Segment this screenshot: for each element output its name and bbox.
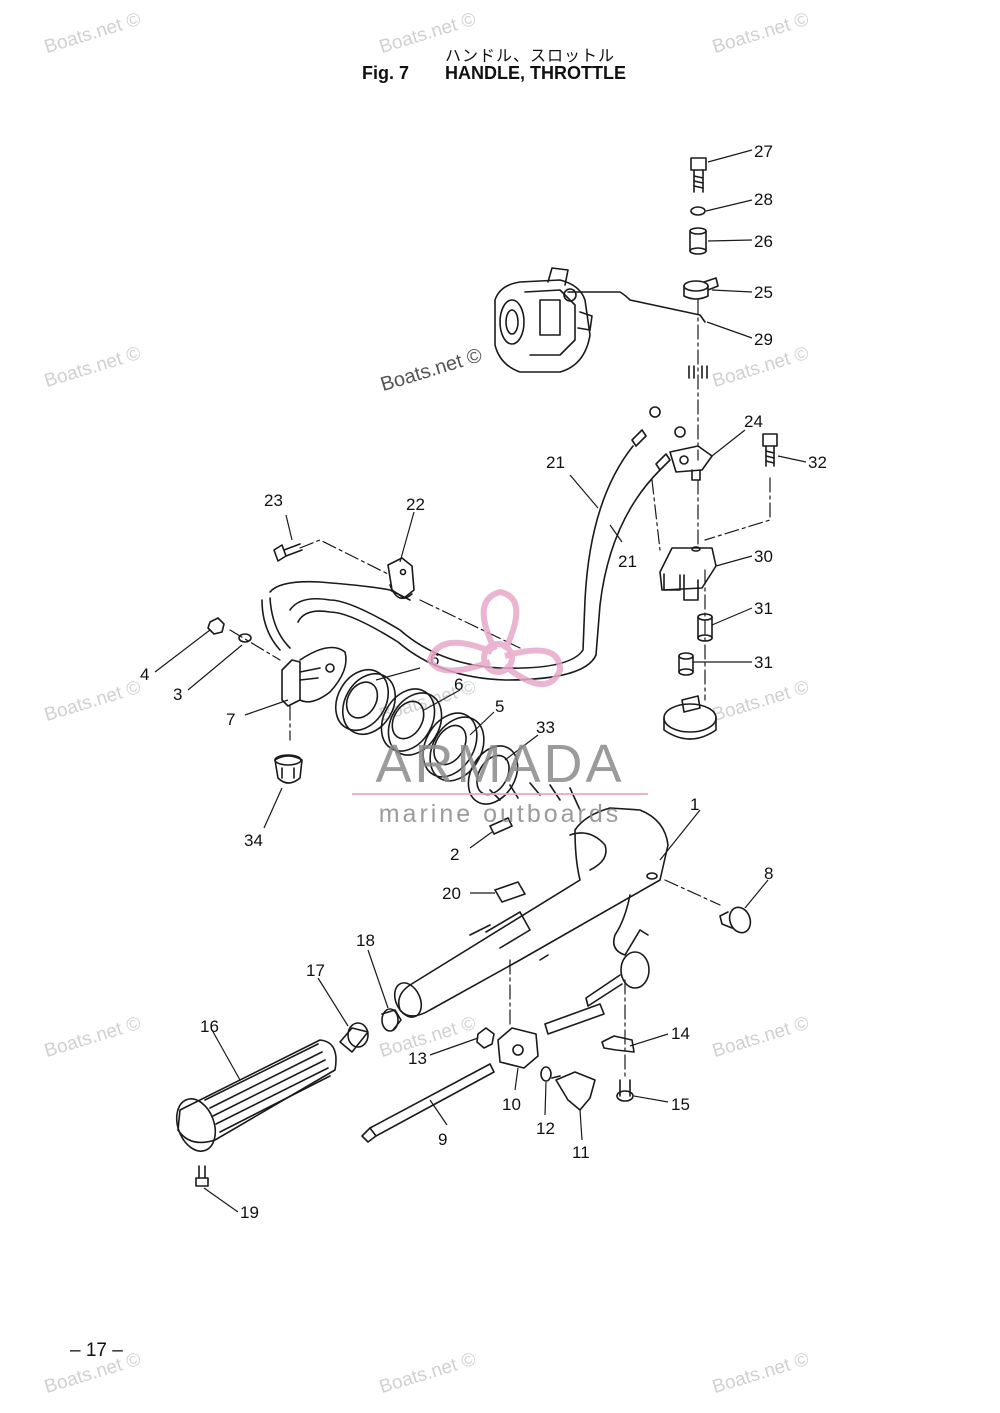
grommet-34 [274, 754, 303, 784]
logo-tagline: marine outboards [379, 800, 622, 828]
stopper-14 [601, 1035, 635, 1053]
callout-16: 16 [200, 1017, 219, 1036]
propeller-icon [426, 588, 564, 688]
bolt-27 [690, 157, 707, 193]
callout-26: 26 [754, 232, 773, 251]
friction-block-10 [497, 959, 539, 1069]
callout-7: 7 [226, 710, 235, 729]
carburetor-drawing [494, 267, 593, 373]
callout-21: 21 [546, 453, 565, 472]
callout-6: 6 [454, 675, 463, 694]
logo-brand: ARMADA [375, 734, 624, 794]
friction-knob-11 [551, 1071, 596, 1111]
screw-19 [195, 1165, 209, 1187]
seal-6-front [334, 669, 397, 735]
cable-plate-30 [659, 546, 717, 601]
callout-10: 10 [502, 1095, 521, 1114]
seal-6-rear [380, 688, 443, 756]
callout-33: 33 [536, 718, 555, 737]
collar-31-upper [697, 613, 713, 642]
callout-12: 12 [536, 1119, 555, 1138]
callout-24: 24 [744, 412, 763, 431]
callout-18: 18 [356, 931, 375, 950]
cable-bracket-24 [669, 445, 713, 481]
callout-21: 21 [618, 552, 637, 571]
washer-3 [238, 633, 252, 643]
pin-2 [489, 817, 513, 835]
collar-31-lower [678, 652, 694, 676]
nut-13 [476, 1027, 495, 1049]
callout-14: 14 [671, 1024, 690, 1043]
callout-4: 4 [140, 665, 149, 684]
armada-logo: ARMADA marine outboards [352, 588, 648, 828]
callout-1: 1 [690, 795, 699, 814]
throttle-drum [544, 951, 650, 1035]
bolt-32 [762, 433, 778, 467]
callout-13: 13 [408, 1049, 427, 1068]
callout-25: 25 [754, 283, 773, 302]
callout-29: 29 [754, 330, 773, 349]
throttle-shaft-9 [361, 1063, 495, 1143]
collar-26 [689, 227, 707, 255]
seal-5 [422, 712, 485, 782]
callout-19: 19 [240, 1203, 259, 1222]
callout-22: 22 [406, 495, 425, 514]
callout-20: 20 [442, 884, 461, 903]
callout-31: 31 [754, 599, 773, 618]
callout-8: 8 [764, 864, 773, 883]
washer-28 [690, 206, 706, 216]
figure-title: HANDLE, THROTTLE [445, 63, 626, 83]
page-number: – 17 – [70, 1340, 123, 1361]
throttle-lever-25 [683, 277, 719, 300]
callout-27: 27 [754, 142, 773, 161]
callout-9: 9 [438, 1130, 447, 1149]
figure-number: Fig. 7 [362, 63, 410, 83]
callout-17: 17 [306, 961, 325, 980]
callout-32: 32 [808, 453, 827, 472]
throttle-cable [297, 469, 661, 681]
callout-23: 23 [264, 491, 283, 510]
callout-15: 15 [671, 1095, 690, 1114]
throttle-pulley [663, 695, 717, 740]
callout-3: 3 [173, 685, 182, 704]
bolt-23 [273, 543, 303, 562]
callout-28: 28 [754, 190, 773, 209]
leader-lines [154, 149, 807, 1213]
guide-plate-7 [281, 646, 347, 707]
callout-30: 30 [754, 547, 773, 566]
plate-20 [494, 881, 526, 903]
throttle-grip-16 [175, 1039, 337, 1152]
washer-12 [540, 1066, 552, 1082]
throttle-cable [289, 445, 634, 669]
callout-11: 11 [572, 1143, 590, 1162]
screw-15 [616, 1079, 634, 1102]
callout-6: 6 [430, 650, 439, 669]
callout-2: 2 [450, 845, 459, 864]
callout-34: 34 [244, 831, 263, 850]
nut-4 [207, 617, 225, 635]
collar-17 [339, 1022, 369, 1053]
end-cap-8 [719, 906, 752, 934]
figure-title-japanese: ハンドル、スロットル [445, 46, 616, 65]
callout-31: 31 [754, 653, 773, 672]
throttle-link-rod [567, 291, 706, 323]
steering-handle-1 [393, 782, 669, 1018]
callout-5: 5 [495, 697, 504, 716]
bushing-18 [381, 1008, 402, 1032]
cable-clamp-22 [387, 557, 415, 600]
